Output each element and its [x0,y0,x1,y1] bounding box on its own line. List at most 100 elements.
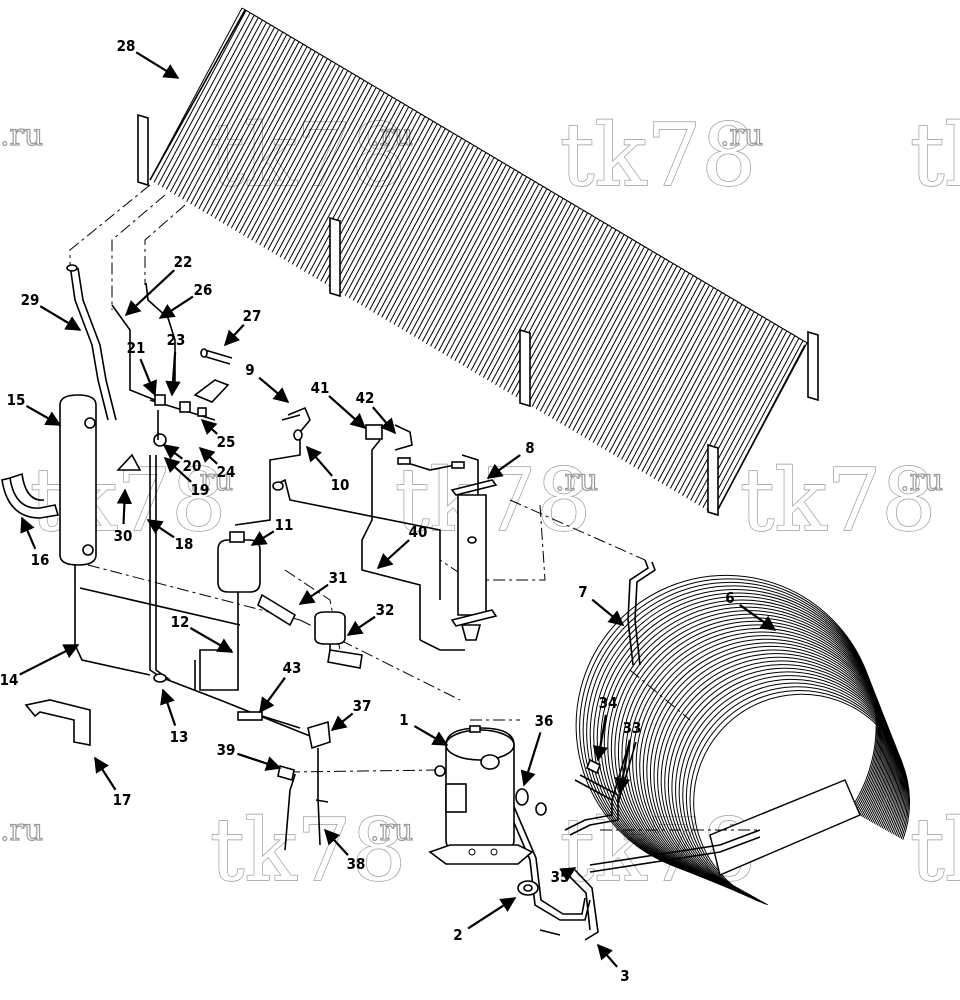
condenser-fin [625,289,719,463]
condenser-fin [576,260,670,434]
condenser-fin [230,55,324,229]
callout-label-12: 12 [171,613,190,631]
evaporator-coil [575,574,910,906]
callout-leader-2 [467,897,517,930]
watermark-suffix: .ru [190,463,233,498]
condenser-fin [470,198,564,371]
condenser-fin [633,294,727,468]
callout-label-40: 40 [409,523,428,541]
callout-label-8: 8 [525,439,534,457]
callout-leader-28 [135,51,180,79]
condenser-fin [210,43,304,217]
condenser-fin [243,63,336,236]
condenser-fin [556,248,649,422]
callout-leader-14 [19,644,80,676]
condenser-fin [360,133,454,306]
condenser-fin [482,205,576,378]
condenser-fin [202,39,296,212]
watermark-suffix: .ru [555,463,598,498]
callout-leader-36 [520,732,542,787]
condenser-fin [677,321,771,494]
callout-leader-13 [160,688,177,726]
condenser-fin [186,29,280,202]
condenser-fin [251,68,345,241]
condenser-fin [161,14,255,188]
evaporator-coil-gap [709,779,861,876]
callout-leader-17 [94,756,117,791]
condenser-fin [206,41,300,214]
condenser-fin [165,17,259,190]
condenser-fin [214,46,308,219]
condenser-fin [686,325,779,499]
callout-label-16: 16 [31,551,50,569]
watermark-text: tk78 [910,801,960,901]
callout-leader-9 [258,376,290,403]
condenser-fin [706,337,800,511]
condenser-fin [474,200,568,374]
callout-label-26: 26 [194,281,213,299]
condenser-fin [653,306,747,480]
condenser-fin [539,239,633,412]
condenser-fin [157,12,251,186]
callout-leader-40 [376,539,410,570]
callout-leader-30 [116,488,133,525]
callout-leader-25 [200,418,218,436]
callout-label-36: 36 [535,712,554,730]
condenser-fin [442,181,536,354]
callout-leader-6 [739,604,777,631]
condenser-fin [710,340,804,513]
condenser-fin [279,84,373,258]
condenser-fin [617,284,710,458]
condenser-fin [218,48,312,222]
condenser-fin [336,118,430,292]
callout-leader-12 [189,627,234,653]
condenser-fin [328,113,422,287]
callout-label-41: 41 [311,379,330,397]
callout-label-28: 28 [117,37,136,55]
condenser-fin [661,311,755,484]
callout-label-34: 34 [599,694,618,712]
condenser-fin [478,202,572,376]
callout-leader-27 [223,324,245,347]
callout-label-24: 24 [217,463,236,481]
callout-label-1: 1 [399,711,408,729]
condenser-fin [194,34,288,207]
condenser-fin [364,135,458,308]
condenser-fin [304,99,397,272]
callout-label-37: 37 [353,697,372,715]
condenser-fin [612,282,706,455]
callout-label-32: 32 [376,601,395,619]
condenser-fin [340,121,434,294]
condenser-fin [352,128,446,301]
condenser-fin [495,212,588,386]
callout-leader-34 [592,714,608,762]
condenser-fin [413,164,507,337]
condenser-fin [238,60,332,234]
callout-label-35: 35 [551,868,570,886]
condenser-fin [255,70,349,243]
callout-leader-33 [614,739,631,794]
callout-label-17: 17 [113,791,132,809]
watermark-text: tk78 [740,451,936,551]
condenser-fin [682,323,775,496]
condenser-fin [519,227,613,400]
watermark-suffix: .ru [370,813,413,848]
condenser-fin [173,22,267,195]
condenser-fin [515,224,609,398]
callout-label-2: 2 [453,926,462,944]
watermark-text: tk78 [395,451,591,551]
condenser-fin [434,176,527,349]
condenser-fin [425,171,519,345]
condenser-fin [283,87,377,260]
callout-leader-8 [486,454,521,479]
callout-leader-38 [323,828,349,856]
condenser-fin [178,24,271,198]
callout-leader-7 [591,598,625,626]
callout-leaders [19,51,777,968]
condenser-fin [669,316,763,489]
condenser-fin [417,166,511,340]
callout-label-9: 9 [245,361,254,379]
condenser-fin [629,292,723,465]
condenser-fin [690,328,784,501]
